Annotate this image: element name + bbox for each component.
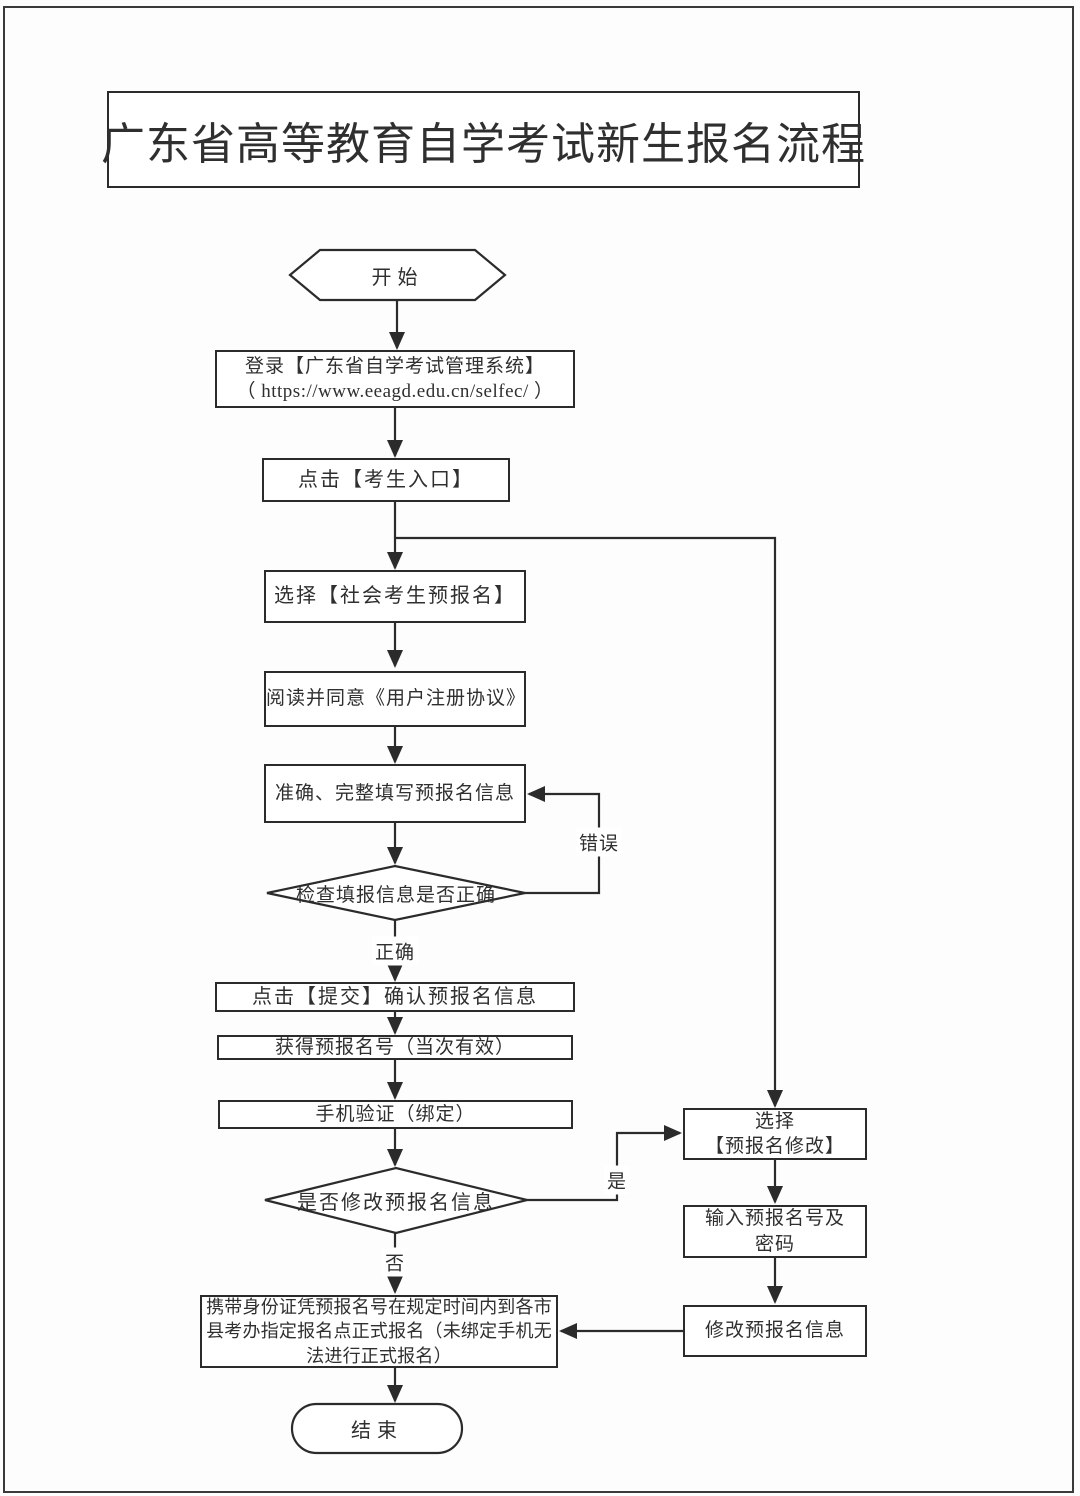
modify-decision-diamond: [264, 1166, 528, 1235]
step-enter-credentials-line1: 输入预报名号及: [704, 1208, 845, 1230]
step-login-url: （ https://www.eeagd.edu.cn/selfec/ ）: [236, 381, 554, 402]
step-fill-info-box: 准确、完整填写预报名信息: [264, 764, 526, 823]
edge-label-yes: 是: [603, 1165, 631, 1195]
edge-label-no: 否: [381, 1247, 409, 1277]
step-select-modify-line1: 选择: [754, 1110, 795, 1132]
step-login-box: 登录【广东省自学考试管理系统】 （ https://www.eeagd.edu.…: [215, 350, 575, 408]
edge-label-error: 错误: [575, 827, 623, 857]
start-hexagon: [288, 248, 507, 302]
check-decision-diamond: [266, 864, 526, 922]
edge-entry-to-select-modify: [395, 536, 783, 1108]
step-modify-info-box: 修改预报名信息: [683, 1305, 867, 1357]
step-enter-credentials-box: 输入预报名号及 密码: [683, 1205, 867, 1258]
step-formal-register-box: 携带身份证凭预报名号在规定时间内到各市县考办指定报名点正式报名（未绑定手机无法进…: [200, 1295, 558, 1368]
edge-label-correct: 正确: [371, 936, 419, 966]
step-social-preregister-box: 选择【社会考生预报名】: [264, 570, 526, 623]
step-select-modify-box: 选择 【预报名修改】: [683, 1108, 867, 1160]
step-entry-box: 点击【考生入口】: [262, 458, 510, 502]
page-title: 广东省高等教育自学考试新生报名流程: [101, 91, 865, 188]
step-login-line1: 登录【广东省自学考试管理系统】: [244, 355, 545, 377]
step-get-number-box: 获得预报名号（当次有效）: [217, 1035, 573, 1060]
step-agreement-box: 阅读并同意《用户注册协议》: [264, 671, 526, 727]
step-enter-credentials-line2: 密码: [754, 1233, 795, 1255]
step-phone-verify-box: 手机验证（绑定）: [218, 1100, 573, 1129]
end-terminator: [290, 1402, 464, 1455]
step-select-modify-line2: 【预报名修改】: [704, 1136, 845, 1157]
step-submit-box: 点击【提交】确认预报名信息: [215, 982, 575, 1012]
